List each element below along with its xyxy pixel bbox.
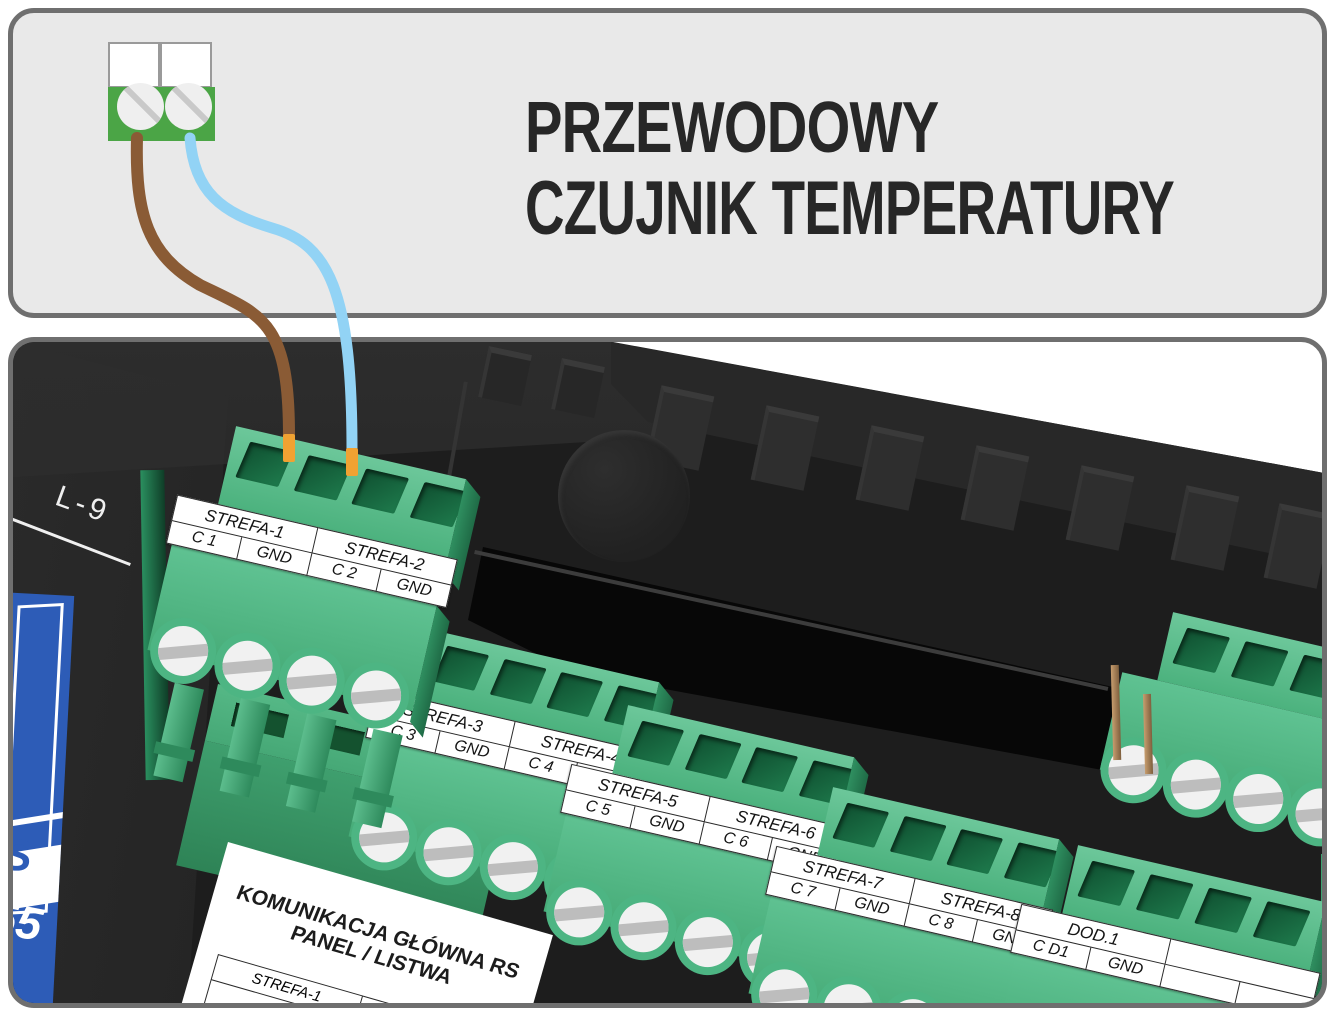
wire-hole bbox=[889, 815, 946, 861]
plug-prong bbox=[219, 698, 271, 798]
wire-hole-gnd2 bbox=[409, 481, 467, 528]
controller-panel: L-9 S 55 KOMUNIKACJA GŁÓWNA RS PANEL / L… bbox=[8, 337, 1327, 1008]
sensor-housing-left bbox=[108, 42, 160, 88]
sticker-text-fragment: S bbox=[13, 830, 34, 882]
screw bbox=[1228, 769, 1289, 830]
screw bbox=[677, 912, 738, 973]
wire-hole bbox=[1252, 901, 1311, 947]
wire-hole bbox=[489, 658, 546, 704]
title-line-1: PRZEWODOWY bbox=[525, 88, 939, 168]
sensor-screw-right bbox=[165, 83, 212, 130]
sensor-housing-right bbox=[160, 42, 212, 88]
sensor-terminal bbox=[108, 83, 215, 141]
wire-hole bbox=[684, 733, 741, 779]
screw bbox=[1290, 783, 1322, 844]
screw bbox=[754, 964, 815, 1003]
screw bbox=[281, 650, 342, 711]
wire-hole bbox=[741, 747, 798, 793]
screw-pod bbox=[873, 984, 953, 1003]
terminal-sliver bbox=[1321, 854, 1322, 906]
wire-hole bbox=[1172, 627, 1231, 674]
sensor-screw-left bbox=[117, 83, 164, 130]
screw-pod bbox=[744, 954, 824, 1003]
screw bbox=[418, 822, 479, 883]
screw bbox=[818, 979, 879, 1003]
screw bbox=[346, 665, 407, 726]
wire-hole-gnd1 bbox=[293, 455, 351, 501]
device-round-boss bbox=[558, 430, 690, 562]
screw-pod bbox=[808, 969, 889, 1003]
screw bbox=[882, 994, 943, 1003]
controller-scene: L-9 S 55 KOMUNIKACJA GŁÓWNA RS PANEL / L… bbox=[13, 342, 1322, 1003]
wire-hole bbox=[627, 720, 684, 766]
screw bbox=[217, 635, 278, 696]
wire-hole-c1 bbox=[235, 441, 293, 487]
screw bbox=[153, 620, 214, 681]
sticker-text-fragment: 55 bbox=[13, 890, 47, 951]
wire-hole bbox=[1194, 887, 1253, 934]
wire-hole bbox=[946, 829, 1003, 875]
screw bbox=[482, 837, 543, 898]
wire-hole-c2 bbox=[351, 468, 409, 514]
plug-prong bbox=[285, 713, 337, 813]
screw bbox=[1165, 754, 1226, 815]
screw bbox=[613, 897, 674, 958]
wire-hole bbox=[1077, 860, 1136, 907]
screw bbox=[549, 882, 610, 943]
plug-prong bbox=[153, 682, 204, 783]
title-line-2: CZUJNIK TEMPERATURY bbox=[525, 166, 1175, 251]
wire-hole bbox=[832, 802, 889, 848]
wire-hole bbox=[1135, 874, 1194, 920]
wire-hole bbox=[1230, 641, 1289, 687]
wire-hole bbox=[1289, 654, 1322, 701]
